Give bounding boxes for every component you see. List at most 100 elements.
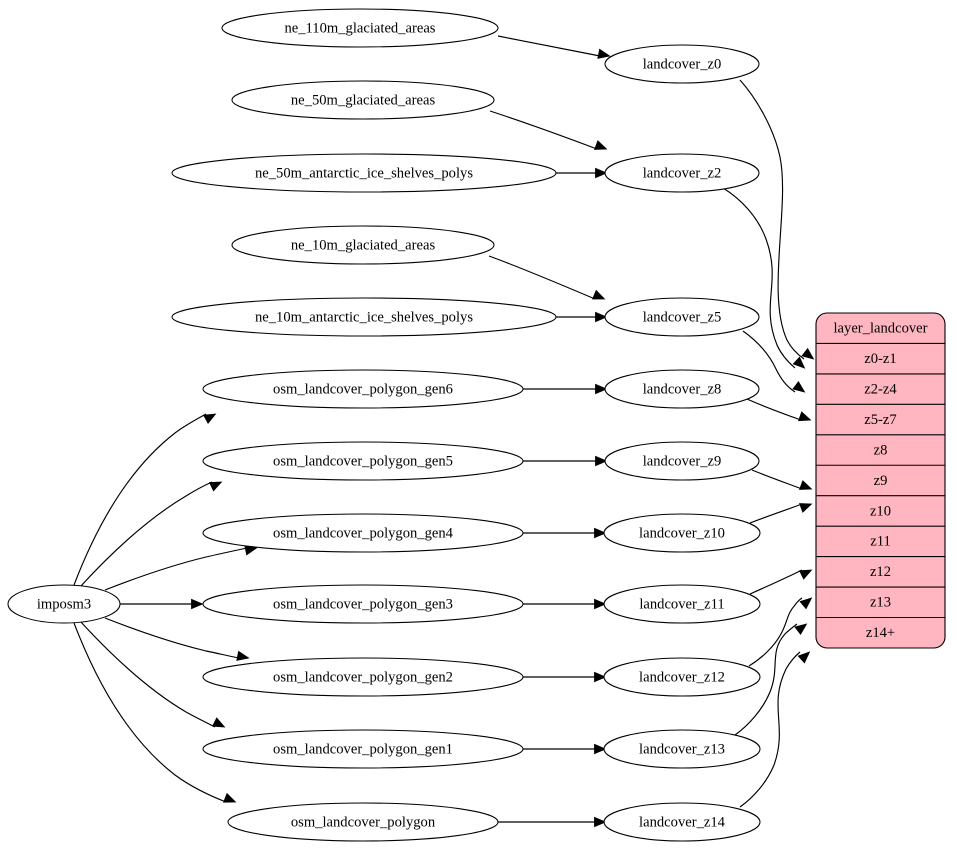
input-node-gen1[interactable]: osm_landcover_polygon_gen1 bbox=[202, 729, 524, 769]
node-label: landcover_z12 bbox=[639, 669, 725, 685]
node-label: landcover_z8 bbox=[643, 381, 722, 397]
edge-gen4-to-z10 bbox=[523, 527, 607, 539]
node-label: imposm3 bbox=[37, 596, 91, 612]
input-node-ne50g[interactable]: ne_50m_glaciated_areas bbox=[231, 80, 495, 120]
arrowhead-icon bbox=[191, 598, 204, 610]
input-node-poly[interactable]: osm_landcover_polygon bbox=[227, 802, 499, 842]
ellipse-shape bbox=[231, 225, 495, 265]
ellipse-shape bbox=[604, 44, 760, 84]
ellipse-shape bbox=[202, 657, 524, 697]
edge-line bbox=[746, 398, 802, 421]
edge-line bbox=[497, 35, 601, 57]
node-label: landcover_z11 bbox=[639, 596, 724, 612]
input-node-ne10a[interactable]: ne_10m_antarctic_ice_shelves_polys bbox=[171, 297, 557, 337]
node-label: ne_10m_glaciated_areas bbox=[291, 237, 436, 253]
edge-z13-to-row8 bbox=[734, 623, 808, 736]
table-row-z10[interactable]: z10 bbox=[870, 503, 891, 519]
input-node-gen3[interactable]: osm_landcover_polygon_gen3 bbox=[202, 584, 524, 624]
layer-node-z12[interactable]: landcover_z12 bbox=[603, 657, 761, 697]
layer-node-z8[interactable]: landcover_z8 bbox=[604, 369, 760, 409]
table-row-z0-z1[interactable]: z0-z1 bbox=[864, 351, 896, 367]
arrowhead-icon bbox=[798, 569, 813, 580]
table-row-z13[interactable]: z13 bbox=[870, 595, 891, 611]
edge-line bbox=[73, 413, 207, 586]
ellipse-shape bbox=[604, 369, 760, 409]
table-header-label: layer_landcover bbox=[834, 321, 928, 337]
edge-line bbox=[742, 330, 796, 393]
layer-node-z0[interactable]: landcover_z0 bbox=[604, 44, 760, 84]
table-row-z12[interactable]: z12 bbox=[870, 564, 891, 580]
edge-imposm3-to-gen2 bbox=[104, 617, 250, 661]
table-row-label: z11 bbox=[870, 534, 891, 550]
ellipse-shape bbox=[604, 297, 760, 337]
edge-ne10a-to-z5 bbox=[556, 311, 608, 323]
ellipse-shape bbox=[603, 513, 761, 553]
table-row-z5-z7[interactable]: z5-z7 bbox=[864, 412, 896, 428]
node-label: landcover_z14 bbox=[639, 814, 726, 830]
source-node-imposm3[interactable]: imposm3 bbox=[7, 584, 121, 624]
ellipse-shape bbox=[604, 153, 760, 193]
edge-line bbox=[749, 569, 803, 595]
edge-imposm3-to-gen1 bbox=[79, 620, 226, 728]
edge-line bbox=[79, 481, 213, 588]
arrowhead-icon bbox=[799, 503, 813, 513]
ellipse-shape bbox=[227, 802, 499, 842]
edge-line bbox=[751, 469, 803, 490]
ellipse-shape bbox=[603, 657, 761, 697]
arrowhead-icon bbox=[798, 411, 812, 422]
layer-node-z9[interactable]: landcover_z9 bbox=[604, 441, 760, 481]
table-row-z2-z4[interactable]: z2-z4 bbox=[864, 381, 897, 397]
table-row-z8[interactable]: z8 bbox=[874, 442, 888, 458]
layer-node-z5[interactable]: landcover_z5 bbox=[604, 297, 760, 337]
edge-imposm3-to-gen3 bbox=[120, 598, 204, 610]
table-row-z11[interactable]: z11 bbox=[870, 534, 891, 550]
edge-z2-to-row1 bbox=[722, 187, 806, 369]
ellipse-shape bbox=[202, 441, 524, 481]
edge-gen1-to-z13 bbox=[523, 743, 607, 755]
input-node-ne110g[interactable]: ne_110m_glaciated_areas bbox=[221, 8, 499, 48]
node-label: osm_landcover_polygon_gen1 bbox=[273, 741, 453, 757]
edge-line bbox=[748, 597, 803, 667]
arrowhead-icon bbox=[594, 671, 607, 683]
table-header: layer_landcover bbox=[834, 321, 928, 337]
edge-ne110g-to-z0 bbox=[497, 35, 611, 59]
edge-z11-to-row6 bbox=[749, 569, 813, 595]
edge-line bbox=[722, 187, 796, 369]
edge-z10-to-row5 bbox=[749, 503, 813, 524]
arrowhead-icon bbox=[203, 413, 217, 425]
table-row-label: z13 bbox=[870, 595, 891, 611]
edge-gen5-to-z9 bbox=[523, 455, 608, 467]
input-node-gen6[interactable]: osm_landcover_polygon_gen6 bbox=[202, 369, 524, 409]
edge-z14-to-row9 bbox=[739, 651, 811, 808]
table-body bbox=[815, 312, 946, 649]
layer-node-z11[interactable]: landcover_z11 bbox=[603, 584, 761, 624]
edge-imposm3-to-gen6 bbox=[73, 413, 217, 586]
node-label: osm_landcover_polygon_gen4 bbox=[273, 525, 454, 541]
input-node-gen4[interactable]: osm_landcover_polygon_gen4 bbox=[202, 513, 524, 553]
edge-line bbox=[739, 79, 805, 360]
arrowhead-icon bbox=[595, 455, 608, 467]
layer-node-z13[interactable]: landcover_z13 bbox=[603, 729, 761, 769]
node-label: ne_50m_glaciated_areas bbox=[291, 92, 436, 108]
input-node-gen2[interactable]: osm_landcover_polygon_gen2 bbox=[202, 657, 524, 697]
arrowhead-icon bbox=[208, 481, 223, 492]
ellipse-shape bbox=[202, 513, 524, 553]
layer-node-z14[interactable]: landcover_z14 bbox=[603, 802, 761, 842]
table-row-z14-[interactable]: z14+ bbox=[866, 625, 895, 641]
edge-line bbox=[73, 622, 227, 803]
input-node-ne50a[interactable]: ne_50m_antarctic_ice_shelves_polys bbox=[171, 153, 557, 193]
node-label: landcover_z10 bbox=[639, 525, 725, 541]
input-node-ne10g[interactable]: ne_10m_glaciated_areas bbox=[231, 225, 495, 265]
layer-node-z10[interactable]: landcover_z10 bbox=[603, 513, 761, 553]
table-row-z9[interactable]: z9 bbox=[874, 473, 888, 489]
layer-node-z2[interactable]: landcover_z2 bbox=[604, 153, 760, 193]
ellipse-shape bbox=[7, 584, 121, 624]
edge-imposm3-to-gen5 bbox=[79, 481, 223, 588]
input-node-gen5[interactable]: osm_landcover_polygon_gen5 bbox=[202, 441, 524, 481]
arrowhead-icon bbox=[801, 347, 815, 360]
edge-z9-to-row4 bbox=[751, 469, 813, 490]
ellipse-shape bbox=[231, 80, 495, 120]
node-label: osm_landcover_polygon_gen5 bbox=[273, 453, 453, 469]
edge-z8-to-row3 bbox=[746, 398, 812, 422]
